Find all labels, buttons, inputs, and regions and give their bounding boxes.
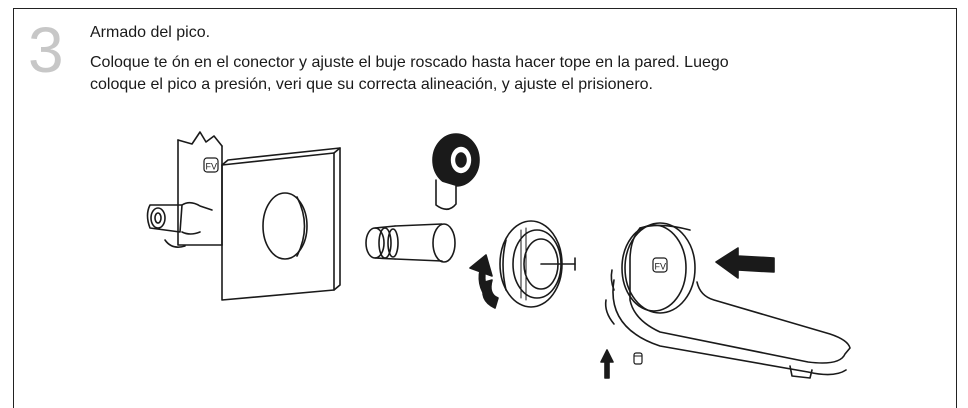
logo-mark: FV: [203, 157, 219, 173]
set-screw-part: [633, 352, 643, 365]
teflon-tape-icon: [432, 133, 480, 211]
escutcheon-plate: [221, 147, 341, 301]
step-instructions: Coloque te ón en el conector y ajuste el…: [90, 52, 910, 96]
threaded-connector: [365, 223, 456, 263]
instruction-line-2: coloque el pico a presión, veri que su c…: [90, 76, 653, 93]
assembly-illustration: FV: [146, 131, 851, 379]
wall-body-part: FV: [146, 131, 223, 248]
step-title: Armado del pico.: [90, 24, 211, 41]
step-number: 3: [28, 14, 64, 86]
up-arrow-icon: [600, 349, 614, 379]
push-arrow-icon: [715, 247, 775, 279]
svg-text:FV: FV: [206, 162, 218, 172]
instruction-frame: [13, 8, 957, 408]
logo-mark: FV: [652, 257, 668, 273]
rotate-arrow-icon: [469, 254, 499, 309]
instruction-line-1: Coloque te ón en el conector y ajuste el…: [90, 54, 729, 71]
spout-part: FV: [604, 222, 851, 379]
threaded-bushing: [499, 220, 576, 308]
svg-text:FV: FV: [655, 262, 667, 272]
